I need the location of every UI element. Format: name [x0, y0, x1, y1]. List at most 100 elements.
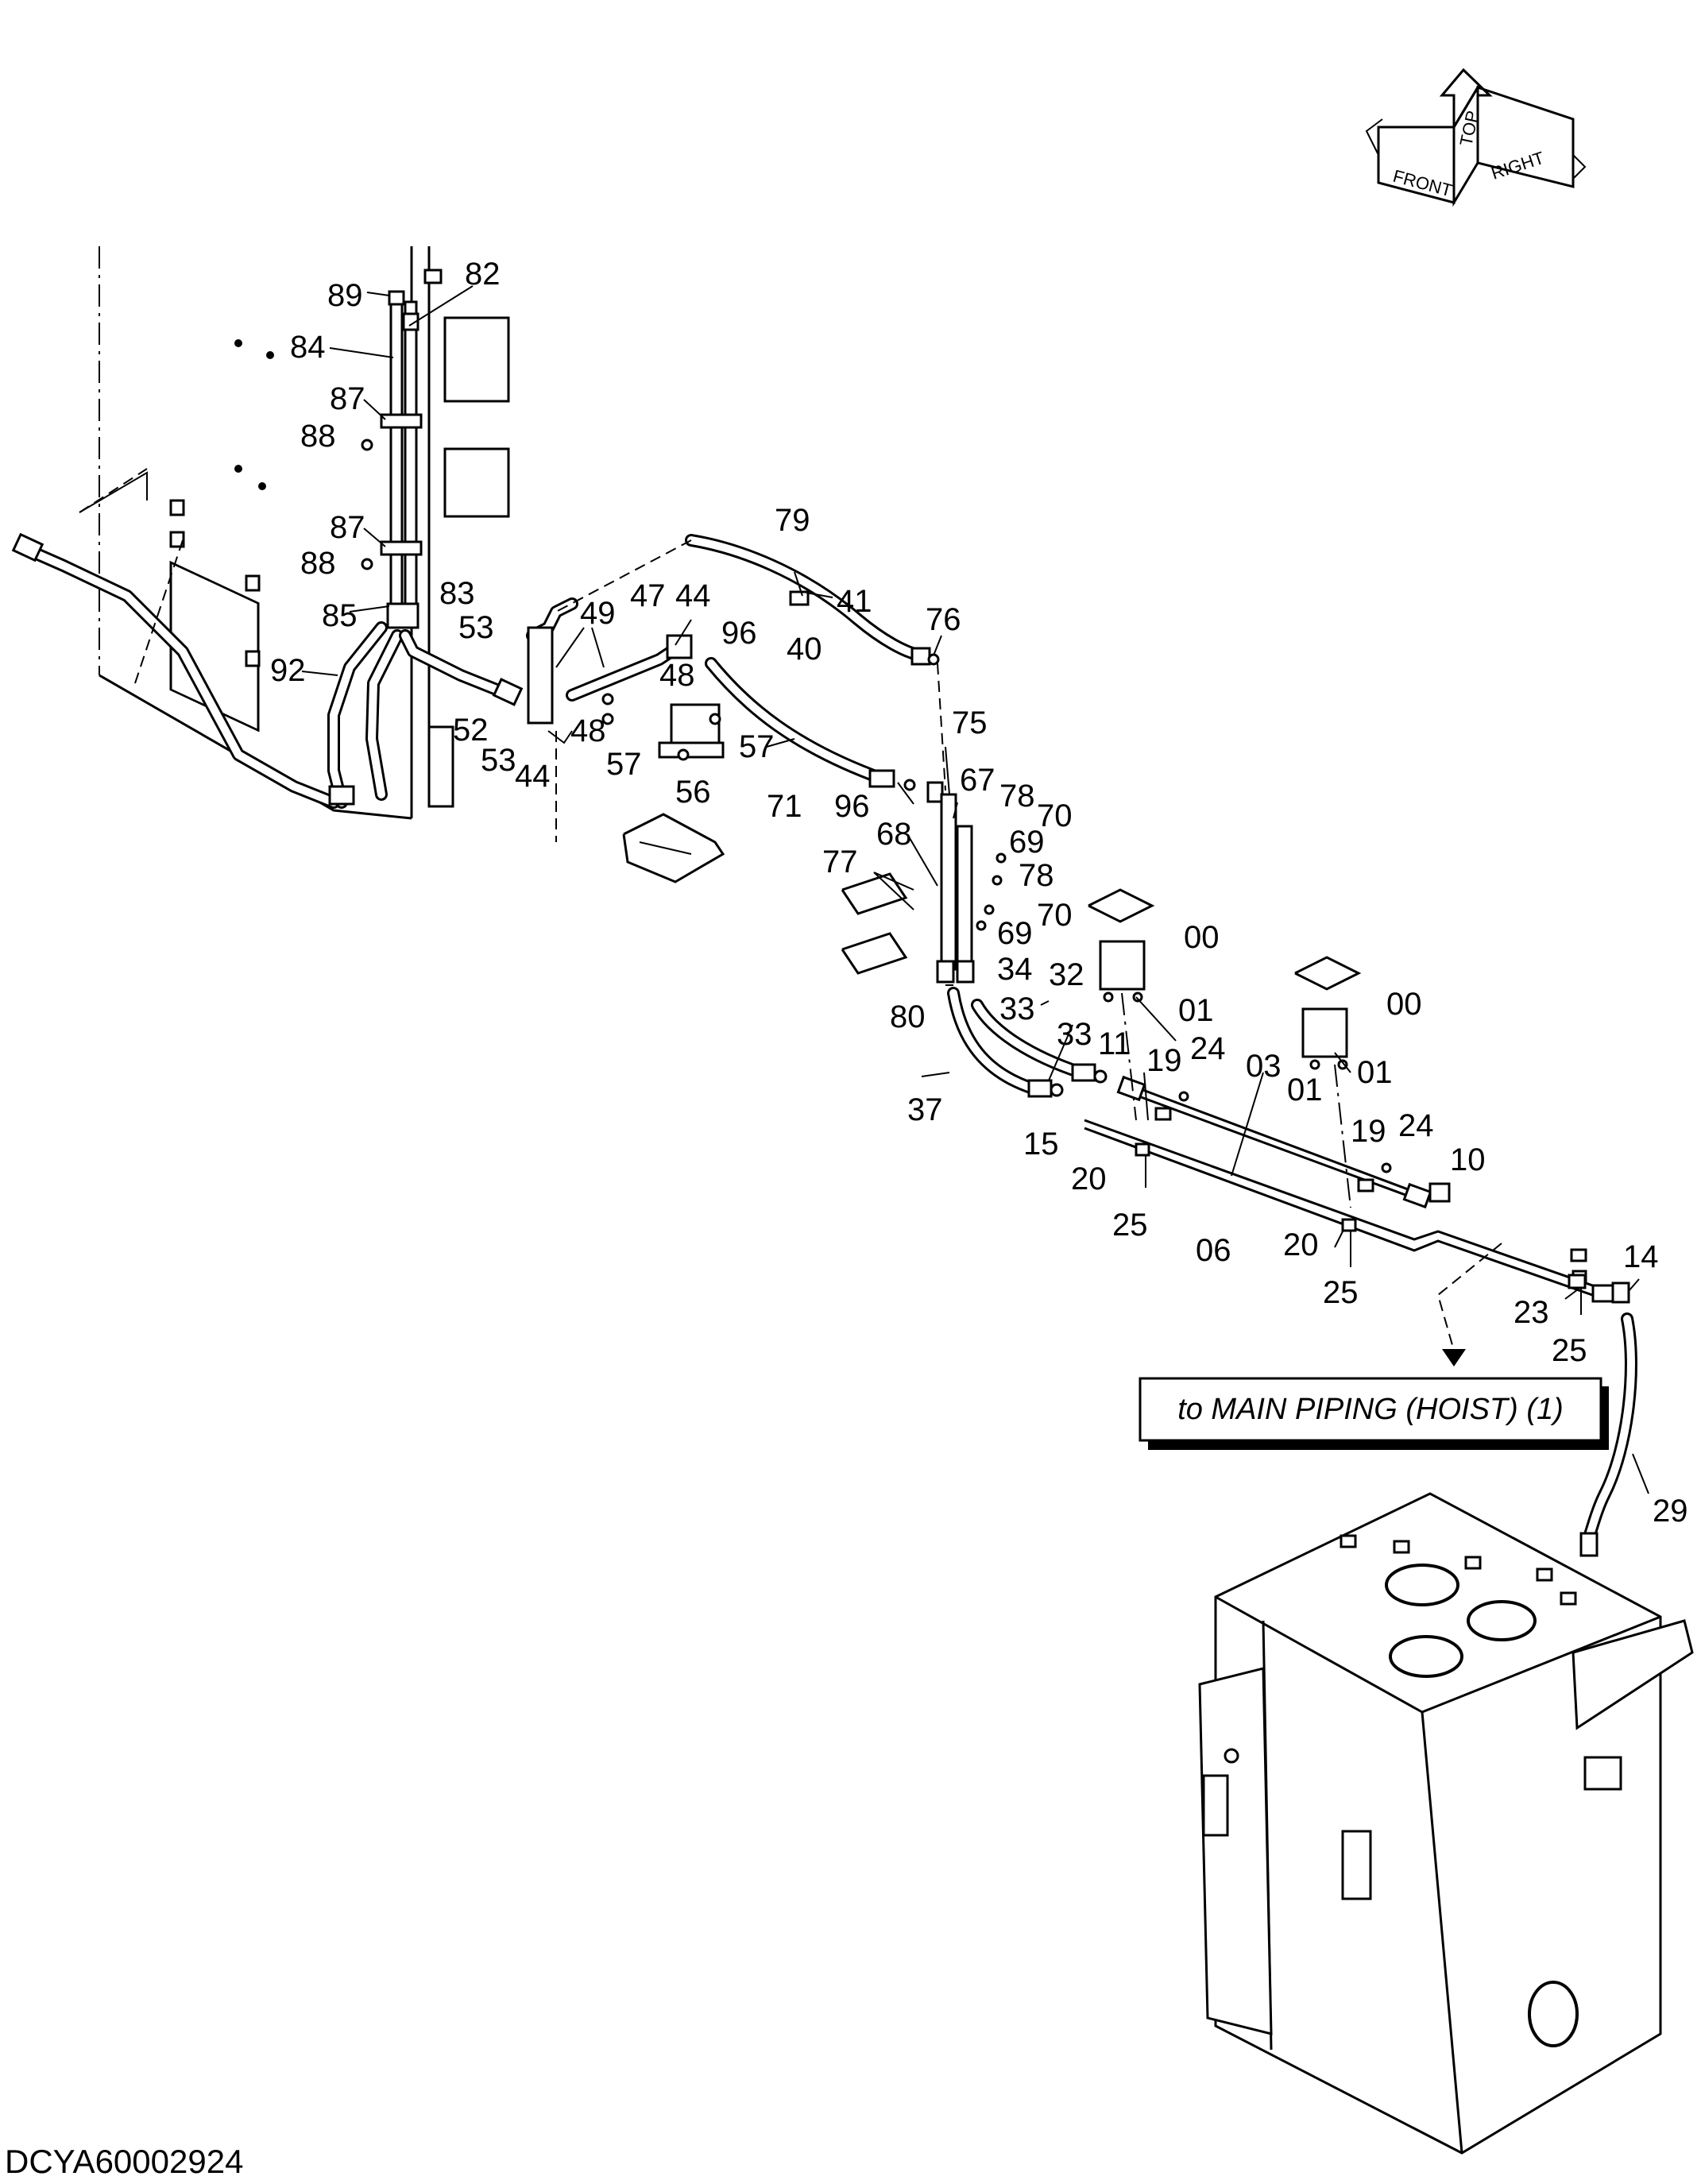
- callout-71: 71: [767, 789, 802, 824]
- callout-88-lower: 88: [300, 546, 336, 581]
- tank-port-3: [1389, 1635, 1463, 1678]
- callout-20-left: 20: [1071, 1162, 1107, 1196]
- callout-70-lower: 70: [1037, 898, 1073, 933]
- callout-96-upper: 96: [721, 616, 757, 651]
- callout-37: 37: [907, 1092, 943, 1127]
- reference-box-label: to MAIN PIPING (HOIST) (1): [1177, 1393, 1564, 1426]
- callout-41: 41: [837, 584, 872, 619]
- callout-88-upper: 88: [300, 419, 336, 454]
- callout-40: 40: [787, 632, 822, 667]
- callout-70-upper: 70: [1037, 798, 1073, 833]
- callout-25-right: 25: [1552, 1333, 1587, 1368]
- callout-44-upper: 44: [675, 578, 711, 613]
- callout-20-right: 20: [1283, 1227, 1319, 1262]
- callout-92: 92: [270, 653, 306, 688]
- callout-83: 83: [439, 576, 475, 611]
- callout-48-right: 48: [659, 658, 695, 693]
- callout-69-upper: 69: [1009, 825, 1045, 860]
- bracket-00-a: [1099, 940, 1146, 991]
- callout-69-lower: 69: [997, 916, 1033, 951]
- callout-33-right: 33: [1057, 1017, 1092, 1052]
- callout-01-left: 01: [1178, 993, 1214, 1028]
- callout-01-right: 01: [1357, 1055, 1393, 1090]
- callout-44-lower: 44: [515, 759, 551, 794]
- callout-19-right: 19: [1351, 1114, 1386, 1149]
- callout-32: 32: [1049, 957, 1084, 992]
- long-hoses: [685, 534, 944, 803]
- callout-11: 11: [1098, 1026, 1131, 1061]
- callout-10: 10: [1450, 1142, 1486, 1177]
- clamp-87-upper: [380, 413, 423, 429]
- callout-00-right: 00: [1386, 987, 1422, 1022]
- hydraulic-tank: [1198, 1492, 1694, 2155]
- callout-84: 84: [290, 330, 326, 365]
- frame-side-plate: [427, 725, 454, 808]
- manifold-47-assembly: [526, 597, 725, 883]
- reference-arrow: [1442, 1349, 1466, 1366]
- callout-14: 14: [1623, 1239, 1659, 1274]
- fitting-10: [1428, 1182, 1451, 1203]
- callout-57-right: 57: [739, 729, 775, 764]
- elbow-14: [1611, 1281, 1630, 1304]
- callout-leaders: [301, 285, 1649, 1494]
- pipe-82: [404, 300, 418, 621]
- callout-76: 76: [926, 602, 961, 637]
- pipe-84: [389, 300, 404, 621]
- callout-15: 15: [1023, 1127, 1059, 1162]
- left-hose-group: [11, 532, 524, 809]
- callout-56: 56: [675, 775, 711, 810]
- tank-side-port: [1528, 1981, 1579, 2047]
- pipe-75: [956, 825, 973, 971]
- callout-87-upper: 87: [330, 381, 365, 416]
- callout-53-lower: 53: [481, 743, 516, 778]
- callout-labels: 89 82 84 87 88 87 88 83 85 53 92 52 53 4…: [270, 257, 1688, 1529]
- callout-80: 80: [890, 999, 926, 1034]
- callout-03: 03: [1246, 1049, 1282, 1084]
- callout-00-left: 00: [1184, 920, 1220, 955]
- callout-25-mid: 25: [1323, 1275, 1359, 1310]
- callout-47: 47: [630, 578, 666, 613]
- reference-lines: [79, 468, 1502, 1366]
- callout-24-right: 24: [1398, 1108, 1434, 1143]
- callout-24-left: 24: [1190, 1031, 1226, 1066]
- main-piping-reference[interactable]: to MAIN PIPING (HOIST) (1): [1139, 1377, 1609, 1450]
- callout-33-left: 33: [999, 991, 1035, 1026]
- callout-78-lower: 78: [1019, 858, 1054, 893]
- callout-57-left: 57: [606, 747, 642, 782]
- middle-bracket: [443, 447, 510, 518]
- clamp-87-lower: [380, 540, 423, 556]
- callout-34: 34: [997, 952, 1033, 987]
- callout-25-left: 25: [1112, 1208, 1148, 1243]
- frame-clip: [423, 269, 443, 284]
- bracket-44-left: [527, 626, 554, 725]
- upper-bracket: [443, 316, 510, 403]
- center-fittings: [841, 793, 1007, 984]
- clamp-40: [789, 590, 810, 606]
- hose-29: [1568, 1274, 1637, 1557]
- callout-82: 82: [465, 257, 501, 292]
- callout-77: 77: [822, 845, 858, 879]
- callout-79: 79: [775, 503, 810, 538]
- lower-hoses: [947, 987, 1108, 1098]
- support-brackets: [1088, 888, 1362, 1208]
- orientation-icon: FRONT TOP RIGHT: [1365, 68, 1587, 207]
- callout-75: 75: [952, 705, 988, 740]
- callout-06: 06: [1196, 1233, 1231, 1268]
- callout-29: 29: [1653, 1494, 1688, 1529]
- callout-96-lower: 96: [834, 789, 870, 824]
- callout-19-left: 19: [1146, 1043, 1182, 1078]
- callout-01-mid: 01: [1287, 1073, 1323, 1107]
- callout-85: 85: [322, 598, 358, 633]
- bracket-00-b: [1301, 1007, 1348, 1058]
- callout-23: 23: [1514, 1295, 1549, 1330]
- callout-68: 68: [876, 817, 912, 852]
- callout-67: 67: [960, 763, 995, 798]
- callout-78-upper: 78: [999, 779, 1035, 814]
- tank-port-2: [1467, 1600, 1537, 1641]
- callout-52: 52: [453, 713, 489, 748]
- vertical-pipe-assembly: [361, 290, 423, 629]
- pipe-67: [940, 793, 957, 971]
- callout-53-upper: 53: [458, 610, 494, 645]
- long-pipes: [1084, 1075, 1630, 1315]
